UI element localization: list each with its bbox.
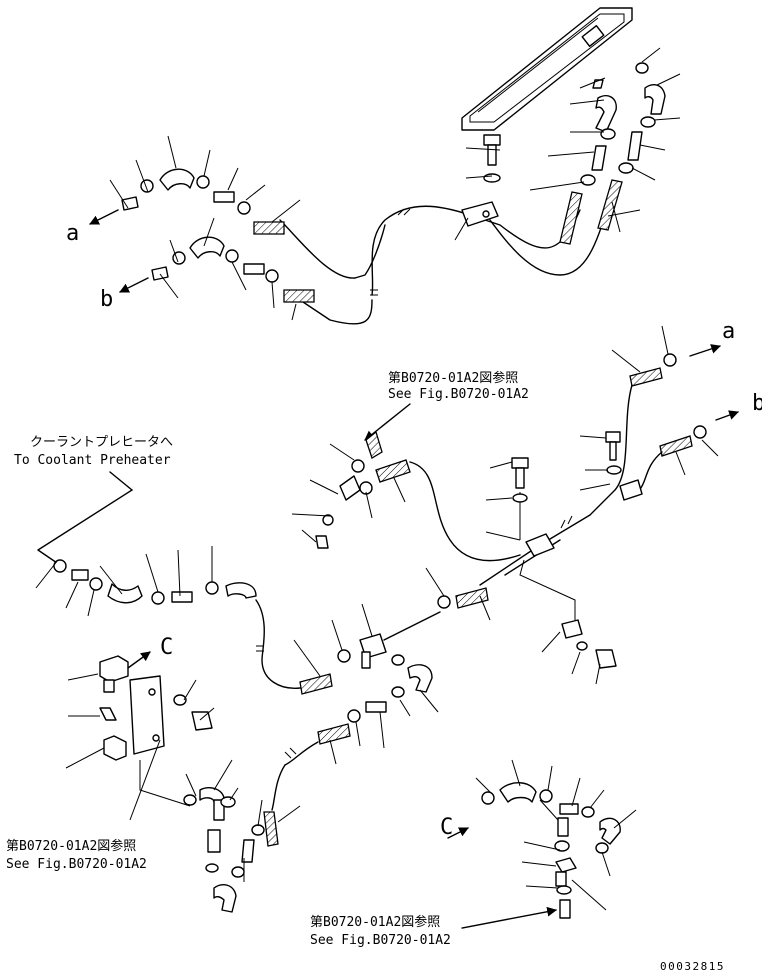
heater-hoses bbox=[559, 62, 666, 245]
clamp-top bbox=[461, 201, 499, 227]
ref-bottom-ja: 第B0720-01A2図参照 bbox=[310, 914, 440, 930]
ref-top-en: See Fig.B0720-01A2 bbox=[388, 387, 529, 402]
coolant-ja: クーラントプレヒータへ bbox=[30, 435, 173, 450]
hose-line-top bbox=[371, 205, 581, 296]
connector-b-right: b bbox=[752, 391, 762, 416]
connector-b-upper: b bbox=[100, 287, 113, 312]
connector-a-upper: a bbox=[66, 221, 79, 246]
drawing-number: 00032815 bbox=[660, 960, 725, 973]
coolant-en: To Coolant Preheater bbox=[14, 453, 171, 468]
ref-left-ja: 第B0720-01A2図参照 bbox=[6, 838, 136, 854]
middle-assembly bbox=[35, 325, 739, 913]
heater-unit bbox=[461, 7, 633, 131]
top-assembly bbox=[89, 7, 681, 325]
fitting-row-b bbox=[151, 236, 315, 303]
fitting-row-a bbox=[121, 168, 285, 235]
bolt-top bbox=[483, 134, 501, 183]
ref-left-en: See Fig.B0720-01A2 bbox=[6, 857, 147, 872]
ref-bottom-en: See Fig.B0720-01A2 bbox=[310, 933, 451, 948]
connector-c-bottom: C bbox=[440, 815, 453, 840]
ref-top-ja: 第B0720-01A2図参照 bbox=[388, 370, 518, 386]
bracket-c bbox=[65, 651, 215, 821]
connector-a-right: a bbox=[722, 319, 735, 344]
connector-c-left: C bbox=[160, 635, 173, 660]
bottom-right-assembly bbox=[447, 759, 637, 919]
